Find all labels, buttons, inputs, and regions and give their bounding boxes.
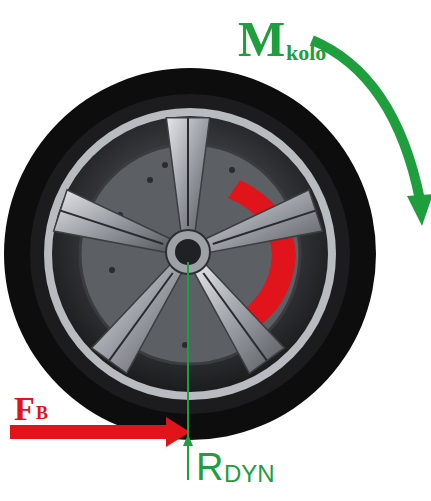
spoke — [166, 118, 209, 234]
rim-barrel — [52, 116, 328, 392]
tire — [4, 68, 376, 440]
moment-subscript: kolo — [286, 42, 326, 64]
force-symbol: F — [14, 392, 35, 426]
reaction-subscript: DYN — [224, 462, 275, 486]
spoke-groove — [213, 211, 316, 244]
spoke — [92, 263, 183, 373]
spoke — [194, 263, 285, 373]
hub-cap — [175, 239, 201, 265]
tire-sidewall — [30, 94, 350, 414]
spoke-groove — [109, 273, 172, 360]
spoke — [204, 190, 323, 253]
force-subscript: B — [36, 404, 48, 422]
reaction-symbol: R — [196, 448, 223, 486]
moment-symbol: M — [238, 14, 285, 64]
moment-arrow — [312, 40, 420, 200]
rim-lip — [44, 108, 336, 400]
force-arrow — [10, 425, 170, 439]
spoke-groove — [203, 273, 266, 360]
spoke-groove — [187, 118, 189, 226]
spoke-groove — [61, 211, 164, 244]
spoke — [54, 190, 173, 253]
reaction-arrowhead — [183, 434, 193, 446]
reaction-line — [187, 262, 189, 480]
moment-arrowhead — [407, 194, 431, 226]
